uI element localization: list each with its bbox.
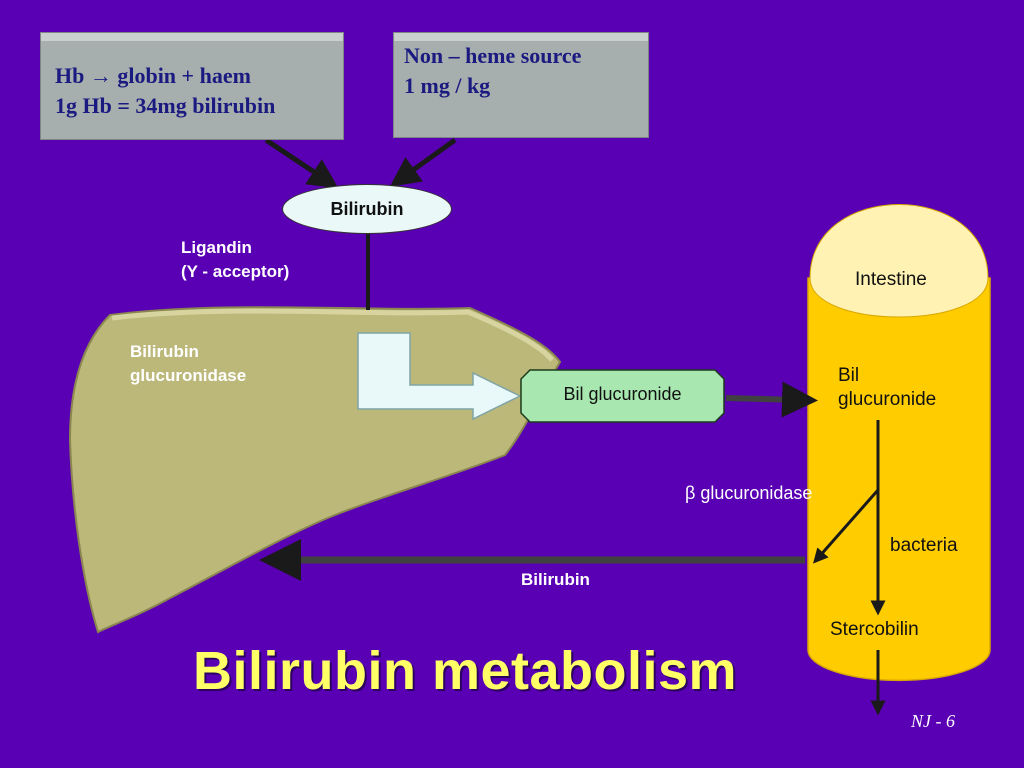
- bil-glucuronide-label: Bil glucuronide: [563, 384, 682, 404]
- liver-highlight: [111, 308, 554, 362]
- intestine-title: Intestine: [855, 269, 927, 290]
- arrow-hb-to-bilirubin: [264, 137, 339, 189]
- nonheme-line2: 1 mg / kg: [404, 73, 491, 98]
- intestine-cylinder: [807, 277, 991, 682]
- enzyme-label: Bilirubin glucuronidase: [130, 340, 246, 388]
- bacteria-label: bacteria: [890, 535, 958, 556]
- conjugation-arrow: [357, 332, 522, 421]
- arrow-nonheme-to-bilirubin: [389, 137, 457, 187]
- slide-title: Bilirubin metabolism: [193, 641, 738, 701]
- ligandin-line2: (Y - acceptor): [181, 262, 290, 281]
- beta-glucuronidase-label: β glucuronidase: [685, 483, 813, 503]
- intestine-bil-line2: glucuronide: [838, 389, 937, 410]
- intestine-bil-line1: Bil: [838, 365, 860, 386]
- hb-line1: Hb → globin + haem: [55, 63, 251, 88]
- stercobilin-label: Stercobilin: [830, 619, 919, 640]
- bilirubin-node: Bilirubin: [282, 184, 452, 234]
- enzyme-line2: glucuronidase: [130, 366, 247, 385]
- bilirubin-return-label: Bilirubin: [521, 570, 590, 589]
- bil-glucuronide-box: [520, 369, 725, 423]
- intestine-bil-glucuronide: Bil glucuronide: [838, 364, 936, 412]
- arrow-to-intestine: [725, 381, 818, 418]
- nonheme-line1: Non – heme source: [404, 43, 582, 68]
- bilirubin-node-label: Bilirubin: [330, 198, 404, 219]
- nonheme-source-box: Non – heme source 1 mg / kg: [393, 32, 649, 138]
- enzyme-line1: Bilirubin: [130, 342, 199, 361]
- ligandin-line1: Ligandin: [181, 238, 252, 257]
- hb-line2: 1g Hb = 34mg bilirubin: [55, 93, 276, 118]
- slide-id: NJ - 6: [911, 711, 955, 731]
- ligandin-label: Ligandin (Y - acceptor): [181, 236, 289, 284]
- hb-source-box: Hb → globin + haem 1g Hb = 34mg bilirubi…: [40, 32, 344, 140]
- intestine-top: [809, 204, 989, 318]
- arrow-beta-glucuronidase: [813, 489, 880, 564]
